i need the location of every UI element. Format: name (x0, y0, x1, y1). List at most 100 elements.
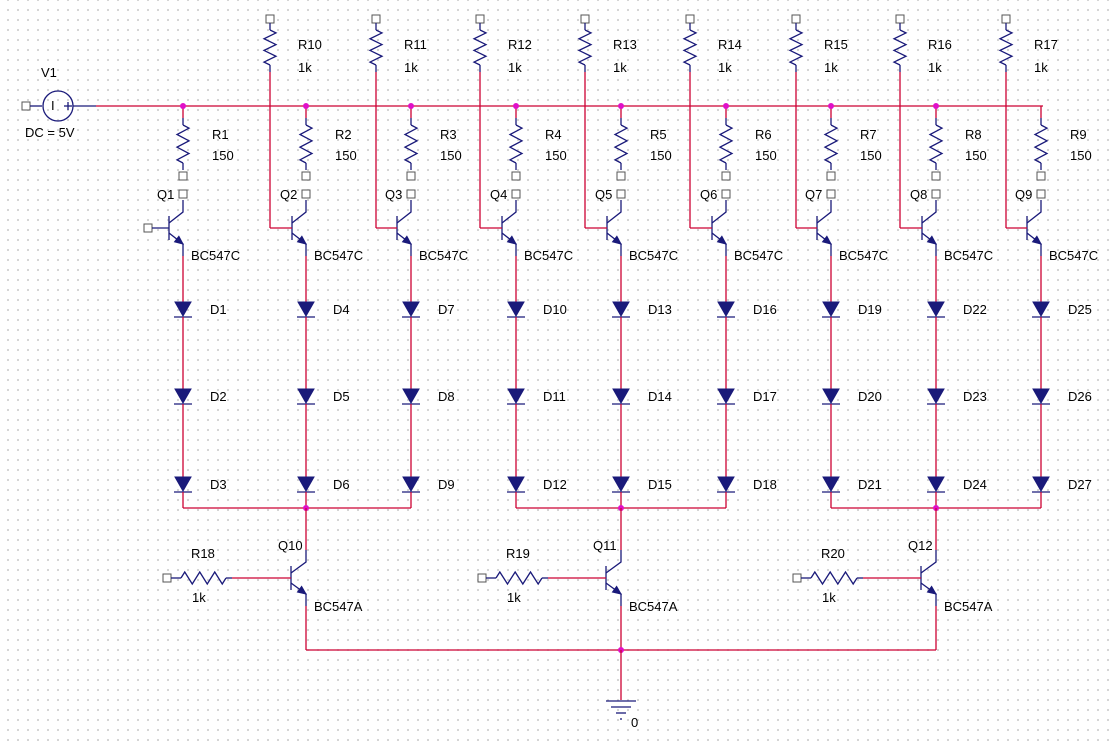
diode-label: D24 (963, 477, 987, 492)
base-resistor-body (175, 124, 191, 164)
base-resistor-name: R3 (440, 127, 457, 142)
diode-label: D10 (543, 302, 567, 317)
junction-dot (303, 103, 309, 109)
top-resistor-body (682, 29, 698, 66)
diode-triangle (402, 476, 420, 493)
diode-triangle (174, 476, 192, 493)
row-resistor-value: 1k (507, 590, 521, 605)
diode-label: D21 (858, 477, 882, 492)
resistor-zigzag (495, 570, 543, 586)
pin-terminal (826, 171, 836, 181)
transistor-emitter (711, 232, 727, 256)
junction-dot (618, 103, 624, 109)
diode-triangle (507, 301, 525, 318)
emitter-arrow (296, 235, 307, 245)
top-resistor-name: R15 (824, 37, 848, 52)
base-resistor-value: 150 (335, 148, 357, 163)
column-transistor-name: Q3 (385, 187, 402, 202)
emitter-arrow (506, 235, 517, 245)
transistor-emitter (921, 232, 937, 256)
diode-label: D18 (753, 477, 777, 492)
source-value-label: DC = 5V (25, 125, 75, 140)
row-resistor-value: 1k (192, 590, 206, 605)
row-transistor-name: Q11 (593, 538, 617, 553)
diode-triangle (822, 388, 840, 405)
transistor-collector (816, 200, 832, 224)
row-transistor-model: BC547A (629, 599, 678, 614)
column-transistor-name: Q5 (595, 187, 612, 202)
column-transistor-name: Q8 (910, 187, 927, 202)
emitter-arrow (1031, 235, 1042, 245)
diode-triangle (297, 476, 315, 493)
emitter-arrow (296, 585, 308, 595)
diode-label: D8 (438, 389, 455, 404)
base-resistor-value: 150 (650, 148, 672, 163)
row-transistor-name: Q10 (278, 538, 303, 553)
diode-triangle (402, 301, 420, 318)
diode-triangle (297, 388, 315, 405)
diode-triangle (507, 476, 525, 493)
top-resistor-value: 1k (298, 60, 312, 75)
row-resistor-name: R18 (191, 546, 215, 561)
diode-triangle (1032, 388, 1050, 405)
pin-terminal (931, 189, 941, 199)
junction-dot (723, 103, 729, 109)
pin-terminal (178, 189, 188, 199)
transistor-emitter (168, 232, 184, 256)
pin-terminal (178, 171, 188, 181)
transistor-emitter (501, 232, 517, 256)
pin-terminal (791, 14, 801, 24)
diode-triangle (1032, 476, 1050, 493)
ground-label: 0 (631, 715, 638, 730)
top-resistor-name: R13 (613, 37, 637, 52)
emitter-arrow (821, 235, 832, 245)
pin-terminal (721, 171, 731, 181)
transistor-collector (291, 200, 307, 224)
pin-terminal (511, 189, 521, 199)
diode-triangle (822, 476, 840, 493)
pin-terminal (826, 189, 836, 199)
column-transistor-model: BC547C (419, 248, 468, 263)
diode-label: D22 (963, 302, 987, 317)
emitter-arrow (926, 585, 938, 595)
transistor-collector (921, 200, 937, 224)
pin-terminal (406, 171, 416, 181)
diode-label: D6 (333, 477, 350, 492)
top-resistor-value: 1k (718, 60, 732, 75)
column-transistor-model: BC547C (1049, 248, 1098, 263)
top-resistor-body (998, 29, 1014, 66)
ground: 0 (306, 647, 936, 730)
transistor-collector (396, 200, 412, 224)
transistor-collector (290, 550, 307, 574)
diode-label: D9 (438, 477, 455, 492)
diode-triangle (822, 301, 840, 318)
transistor-emitter (1026, 232, 1042, 256)
base-resistor-name: R5 (650, 127, 667, 142)
transistor-emitter (605, 582, 622, 606)
diode-triangle (297, 301, 315, 318)
base-resistor-name: R9 (1070, 127, 1087, 142)
diode-label: D16 (753, 302, 777, 317)
pin-terminal (792, 573, 802, 583)
top-resistor-name: R14 (718, 37, 742, 52)
base-resistor-body (508, 124, 524, 164)
diode-triangle (402, 388, 420, 405)
base-resistor-value: 150 (965, 148, 987, 163)
diode-triangle (174, 388, 192, 405)
pin-terminal (143, 223, 153, 233)
base-resistor-name: R4 (545, 127, 562, 142)
column-transistor-name: Q7 (805, 187, 822, 202)
base-resistor-body (403, 124, 419, 164)
pin-terminal (616, 171, 626, 181)
